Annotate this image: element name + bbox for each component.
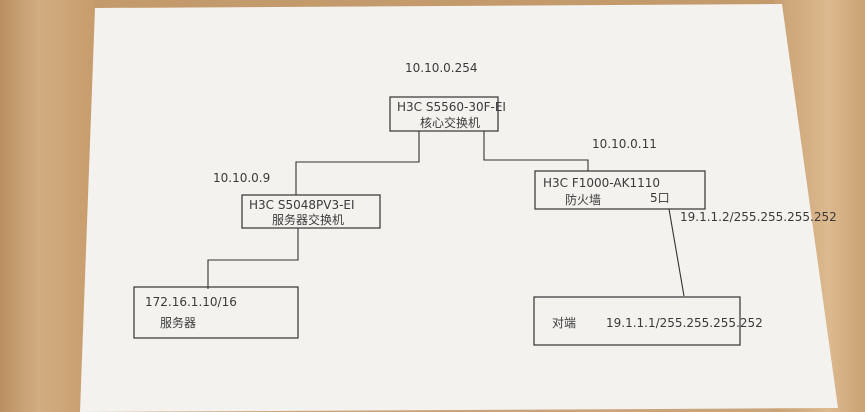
service-switch-name: 服务器交换机 (272, 212, 344, 227)
core-switch-model: H3C S5560-30F-EI (397, 100, 506, 114)
peer-name: 对端 (552, 316, 576, 330)
service-switch-model: H3C S5048PV3-EI (249, 198, 355, 212)
firewall-ip: 10.10.0.11 (592, 137, 657, 151)
core-switch-name: 核心交换机 (420, 115, 480, 130)
server-name: 服务器 (160, 315, 196, 330)
firewall-name: 防火墙 (565, 192, 601, 207)
firewall-wan-ip: 19.1.1.2/255.255.255.252 (680, 210, 837, 224)
service-switch-ip: 10.10.0.9 (213, 171, 270, 185)
server-ip: 172.16.1.10/16 (145, 295, 237, 309)
firewall-port: 5口 (650, 191, 670, 205)
peer-ip: 19.1.1.1/255.255.255.252 (606, 316, 763, 330)
core-switch-ip: 10.10.0.254 (405, 61, 478, 75)
firewall-model: H3C F1000-AK1110 (543, 176, 660, 190)
